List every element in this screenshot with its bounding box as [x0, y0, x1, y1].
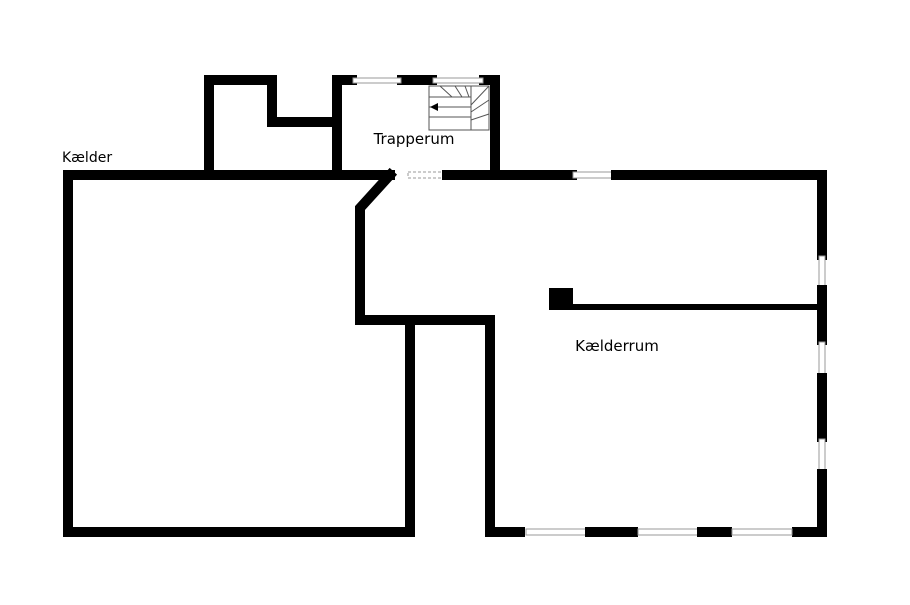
- trapperum-wall-left: [332, 75, 357, 180]
- alcove-wall: [204, 75, 342, 180]
- right-window-3: [818, 438, 826, 473]
- trapperum-window-1: [352, 77, 402, 84]
- inner-wall-chamfered: [355, 167, 495, 537]
- staircase: [428, 85, 490, 131]
- door-opening-top: [407, 171, 445, 179]
- pillar: [549, 288, 573, 310]
- top-window: [572, 171, 616, 179]
- right-window-2: [818, 341, 826, 377]
- floor-label: Kælder: [62, 150, 112, 166]
- room-label-trapperum: Trapperum: [373, 130, 455, 148]
- left-room-wall: [63, 170, 415, 537]
- top-alcove: [204, 75, 342, 180]
- trapperum-wall-right: [479, 75, 500, 180]
- bottom-window-3: [731, 528, 793, 536]
- trapperum-room: Trapperum: [332, 75, 500, 180]
- bottom-window-2: [637, 528, 699, 536]
- right-window-1: [818, 255, 826, 289]
- top-wall-right: [611, 170, 827, 260]
- stair-direction-arrow: [430, 103, 438, 111]
- room-label-kaelderrum: Kælderrum: [575, 337, 659, 355]
- right-wall-seg-4: [792, 469, 827, 537]
- trapperum-window-2: [432, 77, 484, 84]
- bottom-window-1: [525, 528, 587, 536]
- left-room: [63, 170, 415, 537]
